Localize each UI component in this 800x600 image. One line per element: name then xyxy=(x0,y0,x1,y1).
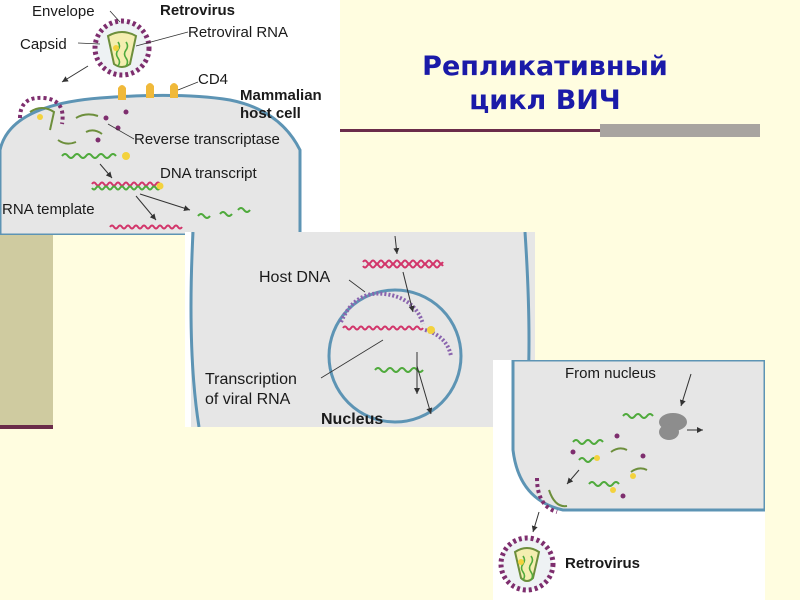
integration-leader-lines xyxy=(320,279,384,379)
budding-virion xyxy=(535,477,568,514)
nucleus-label: Nucleus xyxy=(321,411,383,427)
retrovirus-label: Retrovirus xyxy=(160,2,235,19)
host-dna-label: Host DNA xyxy=(259,269,330,286)
slide-title-line2: цикл ВИЧ xyxy=(469,85,621,116)
integration-diagram-panel: Host DNA Transcription of viral RNA Nucl… xyxy=(185,232,535,427)
retrovirus-particle xyxy=(92,18,152,78)
slide-title: Репликативный цикл ВИЧ xyxy=(380,50,710,118)
label-leader-lines xyxy=(77,10,199,140)
released-rna xyxy=(61,153,117,159)
dna-double-strand xyxy=(109,224,183,230)
reverse-transcriptase-enzyme xyxy=(122,152,130,160)
left-side-underline xyxy=(0,425,53,429)
cell-bottom-membrane xyxy=(511,360,765,512)
integration-arrows xyxy=(393,235,433,415)
left-side-bar xyxy=(0,232,53,425)
host-cell-membrane xyxy=(0,93,302,235)
viral-rna-transcript xyxy=(374,367,424,373)
degraded-rna-pieces xyxy=(197,207,251,219)
mrna-at-ribosome xyxy=(622,413,654,419)
integrated-provirus xyxy=(342,325,424,331)
cd4-label: CD4 xyxy=(198,71,228,88)
dna-rna-hybrid-bottom xyxy=(91,185,161,191)
dna-rna-hybrid-top xyxy=(91,181,161,187)
transcription-label-line2: of viral RNA xyxy=(205,391,291,408)
retrovirus-label-bottom: Retrovirus xyxy=(565,555,640,572)
mammalian-host-cell-label-line2: host cell xyxy=(240,105,301,122)
process-arrows xyxy=(61,65,191,221)
transcription-label-line1: Transcription xyxy=(205,371,297,388)
cd4-receptors xyxy=(118,83,178,100)
title-divider xyxy=(338,129,600,132)
mammalian-host-cell-label-line1: Mammalian xyxy=(240,87,322,104)
assembly-arrows xyxy=(531,373,703,533)
released-retrovirus xyxy=(498,535,556,593)
from-nucleus-label: From nucleus xyxy=(565,365,656,382)
rna-template-label: RNA template xyxy=(2,201,95,218)
retroviral-rna-label: Retroviral RNA xyxy=(188,24,288,41)
budding-diagram-panel: From nucleus Retrovirus xyxy=(493,360,765,600)
capsid-protein-fragments xyxy=(610,447,648,473)
host-dna-strand xyxy=(339,291,453,357)
incoming-viral-dna xyxy=(362,259,444,265)
ribosome xyxy=(659,413,687,440)
envelope-label: Envelope xyxy=(32,3,95,20)
entry-diagram-panel: Envelope Retrovirus Capsid Retroviral RN… xyxy=(0,0,340,235)
capsid-label: Capsid xyxy=(20,36,67,53)
slide-title-line1: Репликативный xyxy=(422,51,668,82)
dna-transcript-label: DNA transcript xyxy=(160,165,258,182)
capsid-fragments xyxy=(57,113,103,145)
reverse-transcriptase-label: Reverse transcriptase xyxy=(134,131,280,148)
fusing-virus xyxy=(18,95,65,131)
nucleus-envelope xyxy=(327,288,463,424)
title-accent-bar xyxy=(600,124,760,137)
viral-protein-dots xyxy=(570,433,646,499)
